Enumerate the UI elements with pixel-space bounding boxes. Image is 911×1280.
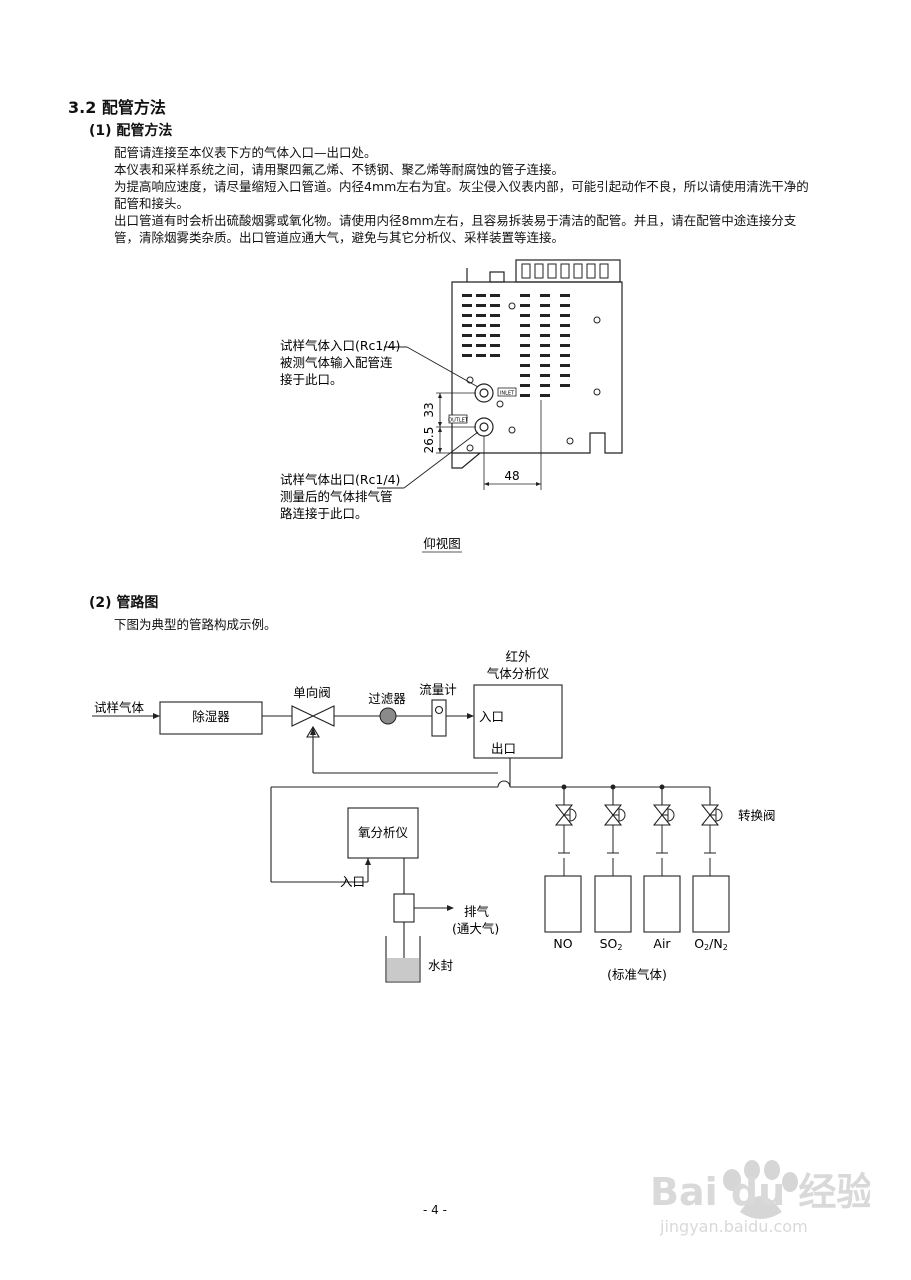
inlet-label-1: 试样气体入口(Rc1/4) <box>280 338 400 353</box>
filter-label: 过滤器 <box>368 691 406 706</box>
gas-air-label: Air <box>653 936 671 951</box>
dimension-26-5: 26.5 <box>422 427 436 454</box>
paw-icon <box>723 1160 798 1219</box>
figure-caption: 仰视图 <box>423 536 461 551</box>
sub2-intro: 下图为典型的管路构成示例。 <box>114 617 277 632</box>
std-gas-label: (标准气体) <box>607 967 667 982</box>
page-number: - 4 - <box>423 1203 447 1217</box>
switch-valves <box>554 804 723 876</box>
paragraph-2: 本仪表和采样系统之间，请用聚四氟乙烯、不锈钢、聚乙烯等耐腐蚀的管子连接。 <box>114 162 565 177</box>
outlet-label-2: 测量后的气体排气管 <box>280 489 393 504</box>
gas-cylinders <box>544 875 730 933</box>
flowmeter-symbol <box>431 699 447 737</box>
paragraph-4: 出口管道有时会析出硫酸烟雾或氧化物。请使用内径8mm左右，且容易拆装易于清洁的配… <box>114 213 797 245</box>
check-valve-label: 单向阀 <box>293 685 331 700</box>
ir-outlet-label: 出口 <box>491 741 516 756</box>
gas-o2n2-label: O2/N2 <box>694 936 728 952</box>
watermark-brand: Bai du 经验 <box>650 1170 870 1214</box>
baidu-watermark: Bai du 经验 jingyan.baidu.com <box>650 1160 870 1236</box>
paragraph-3: 为提高响应速度，请尽量缩短入口管道。内径4mm左右为宜。灰尘侵入仪表内部，可能引… <box>114 179 809 211</box>
outlet-label-1: 试样气体出口(Rc1/4) <box>280 472 400 487</box>
water-seal-label: 水封 <box>428 958 453 973</box>
ir-analyzer-label-1: 红外 <box>505 649 531 664</box>
paragraph-1: 配管请连接至本仪表下方的气体入口—出口处。 <box>114 145 377 160</box>
bottom-view-figure: INLET OUTLET 33 26.5 48 试样气体入口(Rc1/4) 被测… <box>280 259 623 553</box>
exhaust-label-2: (通大气) <box>452 921 499 936</box>
outlet-port <box>474 417 494 437</box>
device-outline <box>451 259 623 469</box>
ir-analyzer-label-2: 气体分析仪 <box>487 666 550 681</box>
ir-inlet-label: 入口 <box>479 709 504 724</box>
switch-valve-label: 转换阀 <box>738 808 776 823</box>
check-valve-symbol <box>291 705 315 727</box>
dehumidifier-box <box>159 701 263 735</box>
sub2-heading: (2) 管路图 <box>89 595 159 611</box>
filter-symbol <box>379 707 397 725</box>
o2-analyzer-label: 氧分析仪 <box>358 825 409 840</box>
flowmeter-label: 流量计 <box>419 682 457 697</box>
o2-analyzer-box <box>347 807 419 859</box>
exhaust-label-1: 排气 <box>464 904 490 919</box>
dehumidifier-label: 除湿器 <box>192 709 230 724</box>
sub1-heading: (1) 配管方法 <box>89 123 173 139</box>
sample-gas-label: 试样气体 <box>94 700 145 715</box>
dimension-33: 33 <box>422 402 436 417</box>
dimension-48: 48 <box>504 469 519 483</box>
outlet-tag: OUTLET <box>448 418 469 424</box>
o2-inlet-label: 入口 <box>340 874 365 889</box>
section-heading: 3.2 配管方法 <box>68 98 166 117</box>
inlet-tag: INLET <box>500 391 515 397</box>
gas-no-label: NO <box>553 936 572 951</box>
piping-diagram: 试样气体 除湿器 单向阀 过滤器 流量计 红外 气体分析仪 入口 出口 氧分析仪… <box>92 649 776 983</box>
watermark-url: jingyan.baidu.com <box>659 1217 808 1236</box>
inlet-label-2: 被测气体输入配管连 <box>280 355 393 370</box>
vent-slots <box>462 294 570 397</box>
gas-so2-label: SO2 <box>600 936 623 952</box>
ir-analyzer-box <box>473 684 563 759</box>
inlet-label-3: 接于此口。 <box>280 372 343 387</box>
outlet-label-3: 路连接于此口。 <box>280 506 368 521</box>
